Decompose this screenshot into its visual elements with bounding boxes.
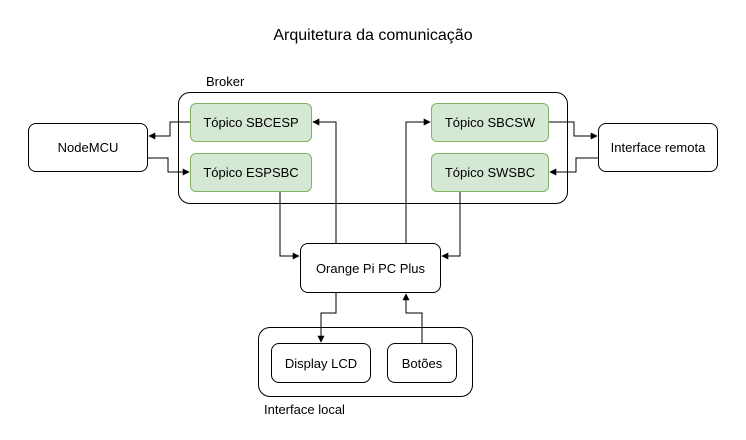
topic-swsbc: Tópico SWSBC [431,153,549,192]
local-interface-label: Interface local [264,402,345,417]
topic-sbcesp: Tópico SBCESP [190,103,312,142]
buttons-node: Botões [387,343,457,383]
topic-espsbc: Tópico ESPSBC [190,153,312,192]
local-interface-group [258,327,473,397]
orange-pi-node: Orange Pi PC Plus [300,243,441,293]
nodemcu-node: NodeMCU [28,123,148,172]
topic-sbcsw: Tópico SBCSW [431,103,549,142]
display-lcd-node: Display LCD [271,343,371,383]
remote-interface-node: Interface remota [598,123,718,172]
broker-group [178,92,568,204]
broker-label: Broker [206,74,245,89]
diagram-title: Arquitetura da comunicação [273,27,473,44]
